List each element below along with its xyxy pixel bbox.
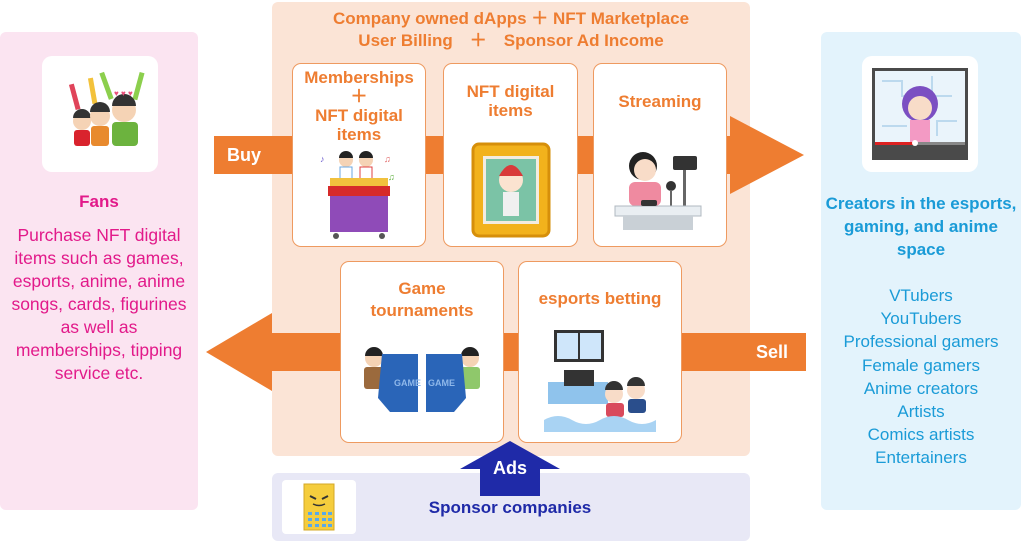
creators-illustration (862, 56, 978, 172)
service-card-tournaments: Game tournaments GAME GAME (340, 261, 504, 443)
sponsor-illustration (282, 480, 356, 534)
sell-label: Sell (755, 342, 789, 362)
service-card-title: esports betting (519, 289, 681, 308)
platform-title: Company owned dApps ＋ NFT Marketplace Us… (272, 8, 750, 52)
creator-type: YouTubers (880, 309, 962, 329)
svg-text:♫: ♫ (388, 172, 395, 182)
creator-type: Female gamers (861, 355, 981, 375)
title-line: Streaming (618, 92, 702, 111)
vtuber-video-icon (872, 68, 968, 160)
company-building-icon (303, 483, 335, 531)
arcade-game-icon: GAME GAME (364, 347, 480, 412)
title-line: Game (398, 279, 446, 298)
creator-type: Anime creators (863, 378, 979, 398)
creator-type: Comics artists (867, 425, 975, 445)
service-card-title: Memberships ＋ NFT digital items (293, 68, 425, 144)
cheering-fans-icon: ♥ ♥ ♥ (68, 71, 145, 146)
service-card-betting: esports betting (518, 261, 682, 443)
service-card-streaming: Streaming (593, 63, 727, 247)
streamer-icon (614, 152, 702, 230)
svg-text:♫: ♫ (384, 154, 391, 164)
title-line: NFT digital (315, 106, 403, 125)
title-line: Memberships (304, 68, 414, 87)
title-line: esports betting (538, 289, 662, 308)
platform-title-line2: User Billing ＋ Sponsor Ad Income (358, 31, 664, 50)
service-card-title: Game tournaments (341, 278, 503, 322)
creator-type: VTubers (889, 286, 953, 305)
creators-list: VTubers YouTubers Professional gamers Fe… (821, 284, 1021, 470)
svg-text:♥ ♥ ♥: ♥ ♥ ♥ (114, 89, 133, 98)
buy-label: Buy (226, 145, 261, 165)
fans-title: Fans (79, 192, 119, 211)
svg-text:♪: ♪ (320, 154, 325, 164)
title-line: ＋ (350, 87, 368, 106)
title-line: tournaments (370, 301, 474, 320)
sponsor-label: Sponsor companies (428, 498, 592, 517)
idol-stage-icon: ♪ ♫ ♫ (320, 151, 395, 239)
service-card-nft: NFT digital items (443, 63, 578, 247)
title-line: NFT digital (466, 82, 555, 101)
fans-illustration: ♥ ♥ ♥ (42, 56, 158, 172)
service-card-title: Streaming (594, 92, 726, 111)
buy-arrow-head-icon (730, 116, 804, 194)
creator-type: Artists (897, 402, 945, 422)
creators-title: Creators in the esports, gaming, and ani… (825, 194, 1017, 259)
creator-type: Entertainers (875, 448, 967, 468)
platform-title-line1: Company owned dApps ＋ NFT Marketplace (332, 9, 690, 28)
esports-arena-icon (544, 330, 656, 432)
fans-description: Purchase NFT digital items such as games… (11, 225, 187, 383)
service-card-title: NFT digital items (444, 82, 577, 120)
sell-arrow-head-icon (206, 313, 272, 391)
svg-text:GAME: GAME (394, 378, 421, 388)
ads-arrow-icon (460, 441, 560, 496)
svg-text:GAME: GAME (428, 378, 455, 388)
ads-label: Ads (492, 458, 527, 478)
title-line: items (488, 101, 533, 120)
creator-type: Professional gamers (843, 332, 999, 352)
title-line: items (336, 125, 382, 144)
framed-art-icon (471, 142, 550, 238)
service-card-memberships: Memberships ＋ NFT digital items ♪ ♫ ♫ (292, 63, 426, 247)
